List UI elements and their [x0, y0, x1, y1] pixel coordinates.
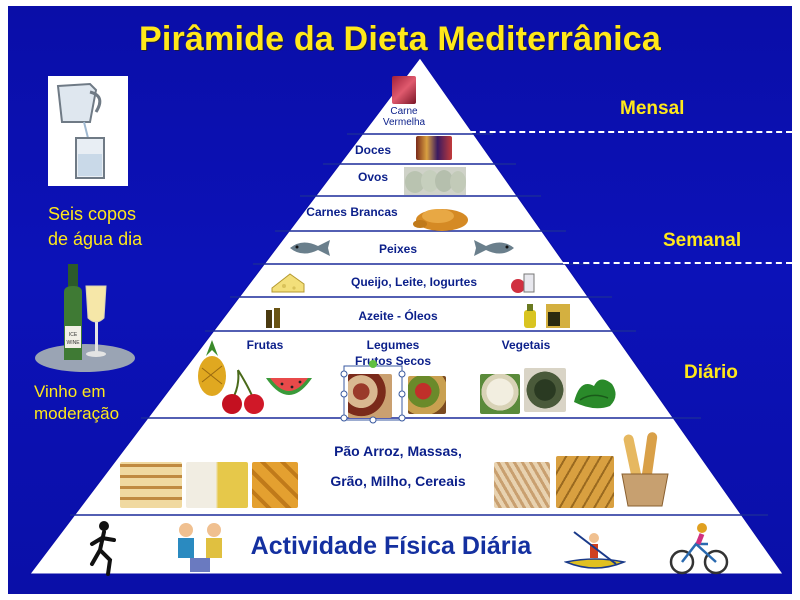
tier-red-meat-label-1: Carne	[390, 106, 418, 117]
frequency-weekly: Semanal	[663, 230, 742, 251]
tier-grains-label-2: Grão, Milho, Cereais	[330, 473, 466, 489]
fish-right-icon	[474, 240, 514, 256]
runner-icon	[90, 521, 116, 576]
exercise-people-icon	[178, 523, 222, 572]
pineapple-icon	[198, 340, 226, 396]
tier-fish-label: Peixes	[378, 242, 418, 256]
wine-text-line2: moderação	[34, 404, 120, 423]
pasta-image	[494, 462, 550, 508]
weekly-divider-line	[563, 262, 792, 264]
water-text-line1: Seis copos	[48, 204, 137, 224]
water-pitcher-icon	[48, 76, 128, 186]
wine-bottle-glass-icon: ICE WINE	[35, 264, 135, 372]
lettuce-icon	[574, 379, 616, 409]
wine-text-line1: Vinho em	[34, 382, 106, 401]
cherries-icon	[222, 369, 264, 414]
tier-vegetables-label: Vegetais	[501, 338, 551, 352]
cheese-icon	[271, 273, 305, 293]
eggs-image	[404, 167, 466, 195]
baguette-basket-icon	[621, 432, 669, 507]
pyramid-diagram	[28, 57, 784, 575]
oil-bottles-left-icon	[266, 308, 280, 328]
wine-label-line2: WINE	[66, 340, 80, 346]
frequency-monthly: Mensal	[620, 98, 685, 119]
cyclist-icon	[669, 523, 729, 575]
selection-handles	[340, 360, 406, 424]
kayak-icon	[564, 531, 626, 569]
spinach-image	[524, 368, 566, 412]
cauliflower-image	[480, 374, 520, 414]
red-meat-image	[392, 76, 416, 104]
tier-oil-label: Azeite - Óleos	[358, 309, 438, 323]
roast-chicken-icon	[413, 209, 468, 231]
water-text-line2: de água dia	[48, 229, 143, 249]
sweets-image	[416, 136, 452, 160]
tier-dividers	[70, 133, 768, 516]
crackers-image	[252, 462, 298, 508]
olive-oil-bottle-icon	[524, 304, 570, 328]
pyramid-shape	[28, 57, 784, 575]
penne-image	[556, 456, 614, 508]
bread-slices-image	[120, 462, 182, 508]
page-title: Pirâmide da Dieta Mediterrânica	[138, 20, 662, 58]
tier-eggs-label: Ovos	[357, 170, 388, 184]
tier-dairy-label: Queijo, Leite, Iogurtes	[350, 275, 478, 289]
tier-red-meat-label-2: Vermelha	[382, 117, 426, 128]
tier-poultry-label: Carnes Brancas	[306, 205, 398, 219]
rice-image	[186, 462, 248, 508]
watermelon-icon	[266, 378, 312, 395]
milk-yogurt-icon	[511, 273, 535, 293]
tier-sweets-label: Doces	[354, 143, 392, 157]
tier-grains-label-1: Pão Arroz, Massas,	[334, 443, 462, 459]
frequency-daily: Diário	[684, 362, 738, 383]
tier-fruits-label: Frutas	[246, 338, 284, 352]
nuts-mix-image	[408, 376, 446, 414]
tier-legumes-label-1: Legumes	[366, 338, 420, 352]
wine-label-line1: ICE	[69, 332, 78, 338]
monthly-divider-line	[460, 131, 792, 133]
fish-left-icon	[290, 240, 330, 256]
legumes-nuts-image	[348, 374, 392, 418]
slide: Pirâmide da Dieta Mediterrânica Mensal S…	[8, 6, 792, 594]
tier-activity-label: Actividade Física Diária	[250, 532, 532, 560]
